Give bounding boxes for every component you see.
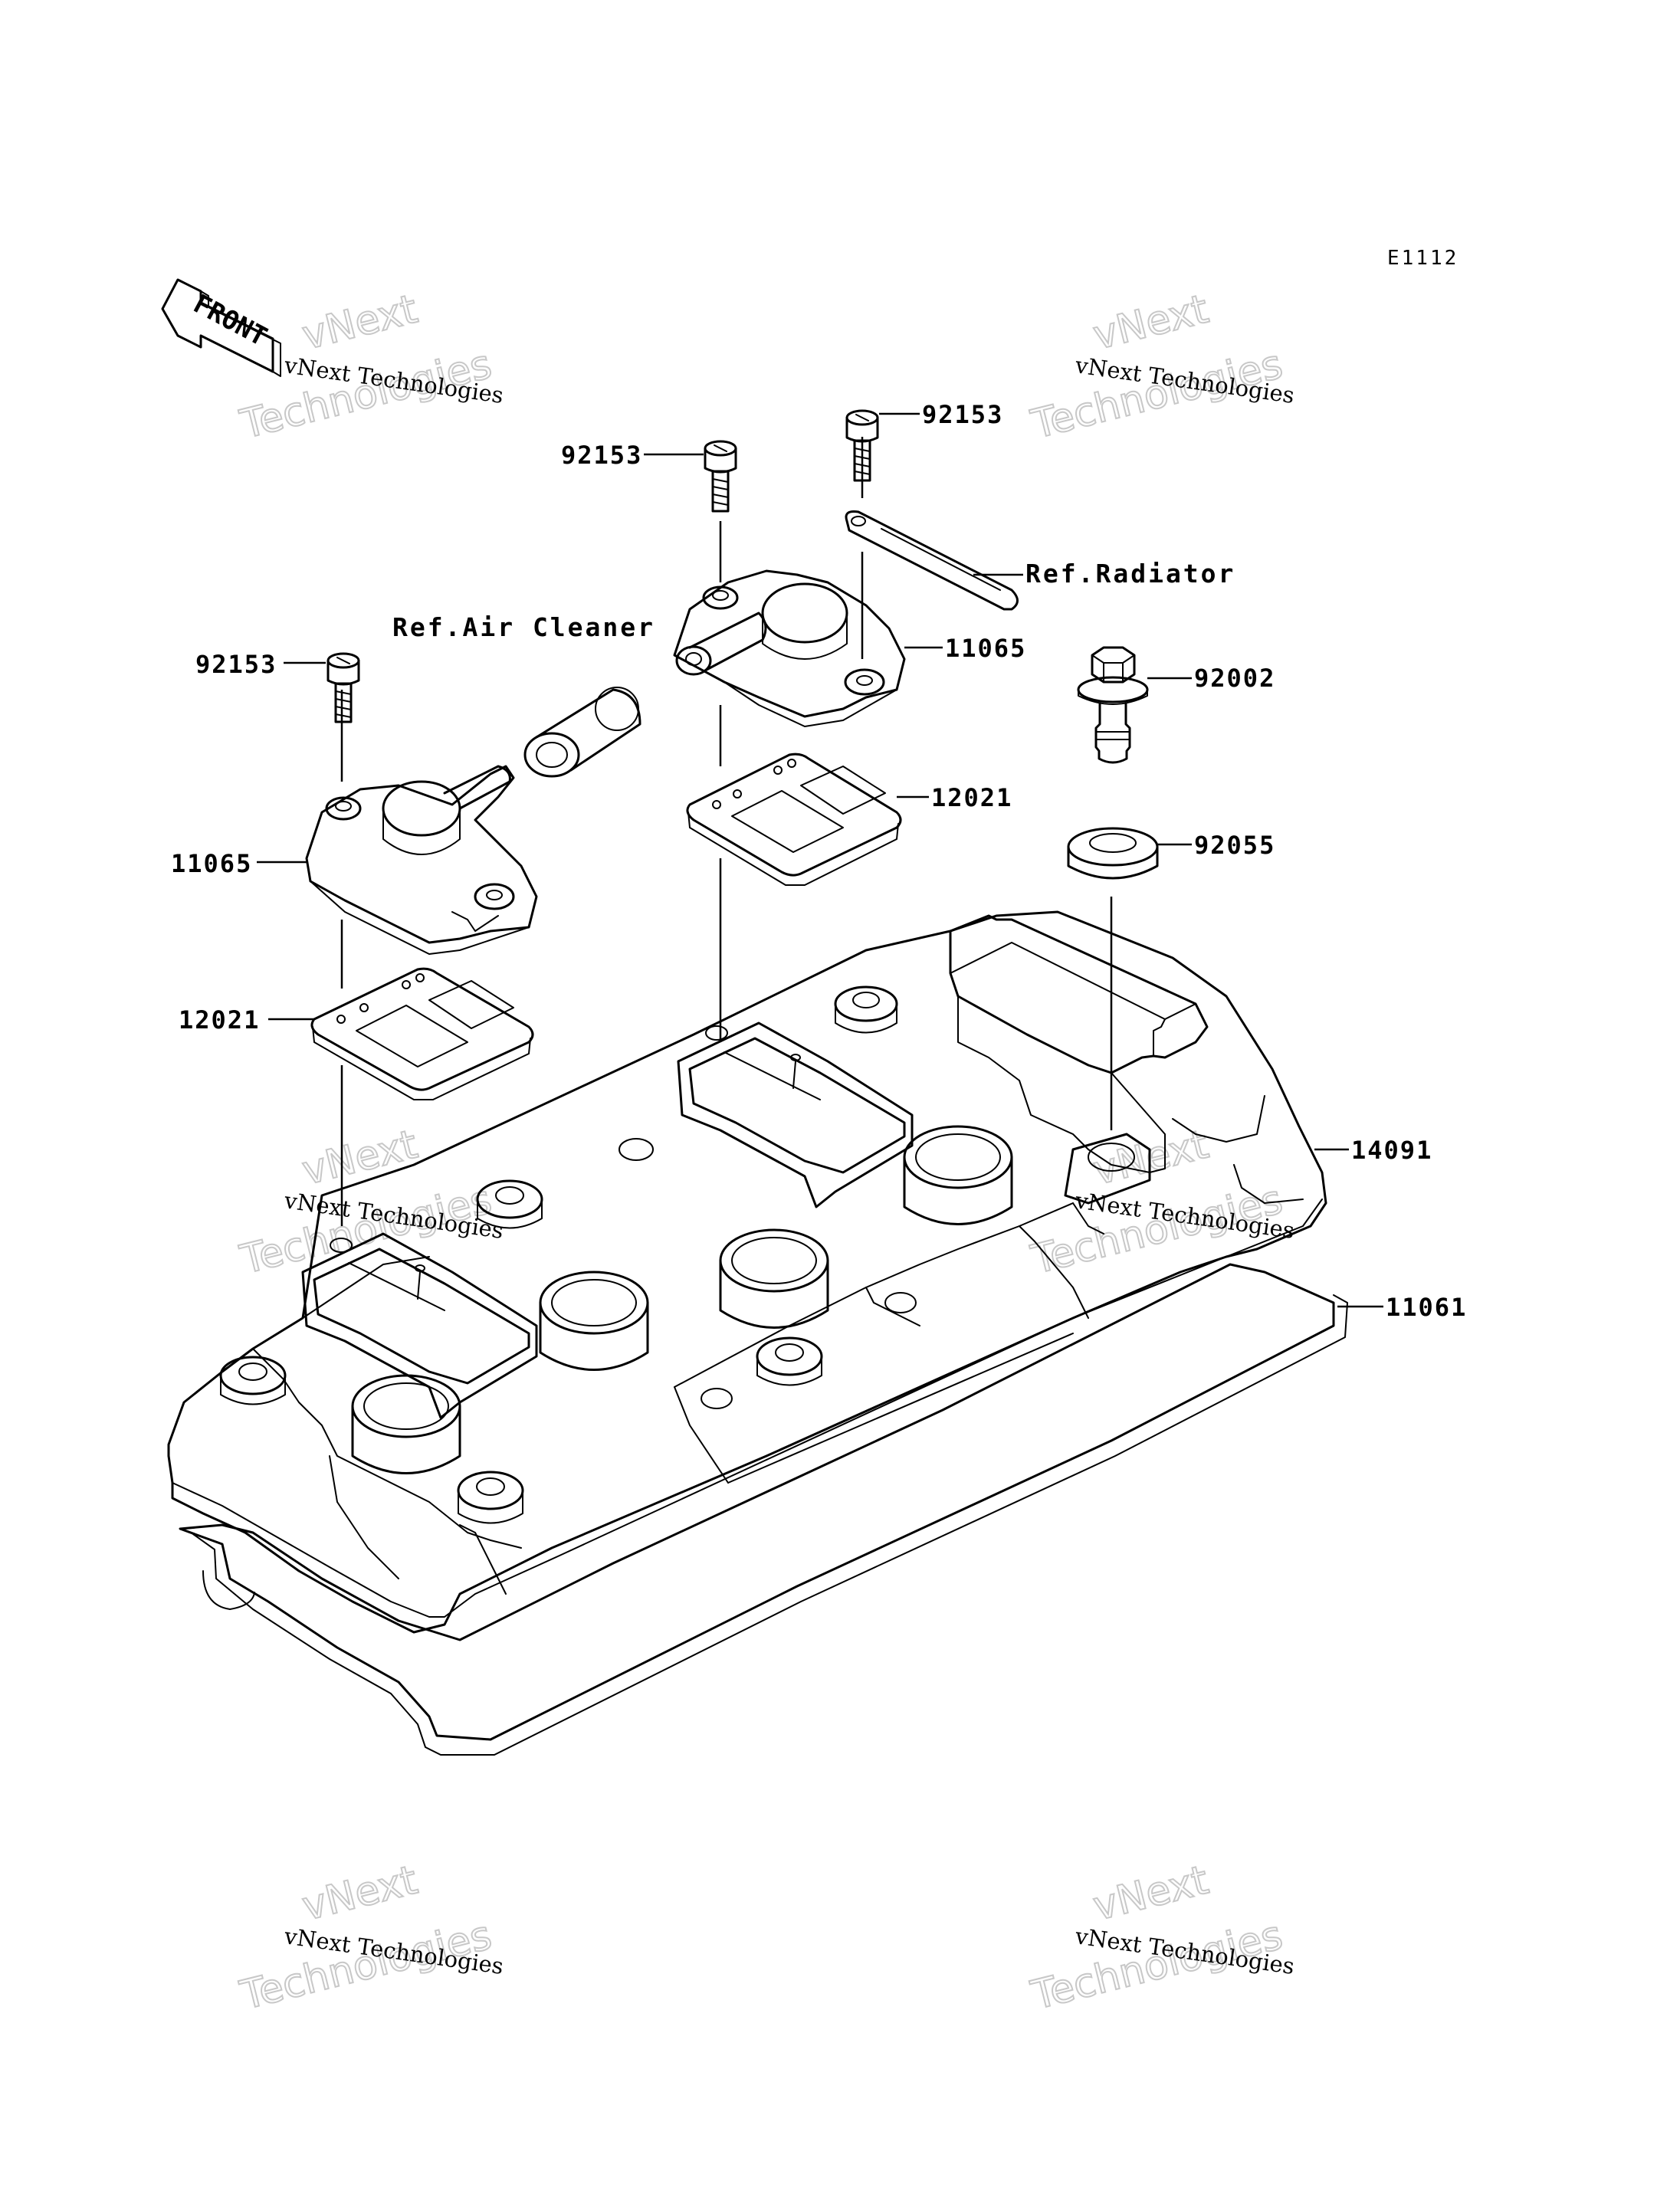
bolt-92153-top-center <box>704 440 737 513</box>
diagram-code: E1112 <box>1387 247 1459 270</box>
cylinder-head-cover <box>167 910 1327 1634</box>
callout-flange-bolt: 92002 <box>1194 664 1275 693</box>
watermark-bottom-left: vNext Technologies vNext Technologies <box>235 1857 505 2020</box>
reed-valve-12021-left <box>310 967 534 1100</box>
svg-text:vNext: vNext <box>298 287 422 359</box>
callout-cover-left: 11065 <box>171 849 252 878</box>
flange-bolt-92002 <box>1077 646 1149 764</box>
grommet-92055 <box>1067 827 1159 880</box>
watermark-bottom-right: vNext Technologies vNext Technologies <box>1026 1857 1296 2020</box>
svg-text:vNext: vNext <box>1089 287 1213 359</box>
callout-bolt-top-center: 92153 <box>561 441 642 470</box>
valve-cover-11065-right <box>673 569 906 727</box>
watermark-top-right: vNext Technologies vNext Technologies <box>1026 286 1296 449</box>
callout-reed-right: 12021 <box>931 783 1012 812</box>
air-cleaner-hose <box>523 687 641 778</box>
callout-cover-right: 11065 <box>945 634 1026 663</box>
svg-text:vNext: vNext <box>1089 1858 1213 1930</box>
callout-grommet: 92055 <box>1194 831 1275 860</box>
head-cover-gasket <box>179 1263 1335 1741</box>
callout-bolt-top-right: 92153 <box>922 400 1003 429</box>
radiator-bracket <box>845 510 1019 611</box>
watermark-middle-right: vNext Technologies vNext Technologies <box>1026 1121 1296 1284</box>
callout-bolt-left: 92153 <box>195 650 277 679</box>
front-arrow-icon: FRONT <box>161 278 281 377</box>
watermark-middle-left: vNext Technologies vNext Technologies <box>235 1121 505 1284</box>
svg-text:vNext: vNext <box>298 1858 422 1930</box>
callout-ref-air-cleaner: Ref.Air Cleaner <box>392 612 655 642</box>
callout-gasket: 11061 <box>1386 1293 1467 1322</box>
callout-cap: 14091 <box>1351 1136 1432 1165</box>
callout-ref-radiator: Ref.Radiator <box>1025 559 1235 589</box>
callout-reed-left: 12021 <box>179 1005 260 1035</box>
bolt-92153-left <box>326 652 360 723</box>
valve-cover-11065-left <box>305 765 538 955</box>
watermark-top-left: vNext Technologies vNext Technologies <box>235 286 505 449</box>
bolt-92153-top-right <box>845 409 879 482</box>
reed-valve-12021-right <box>686 753 902 886</box>
